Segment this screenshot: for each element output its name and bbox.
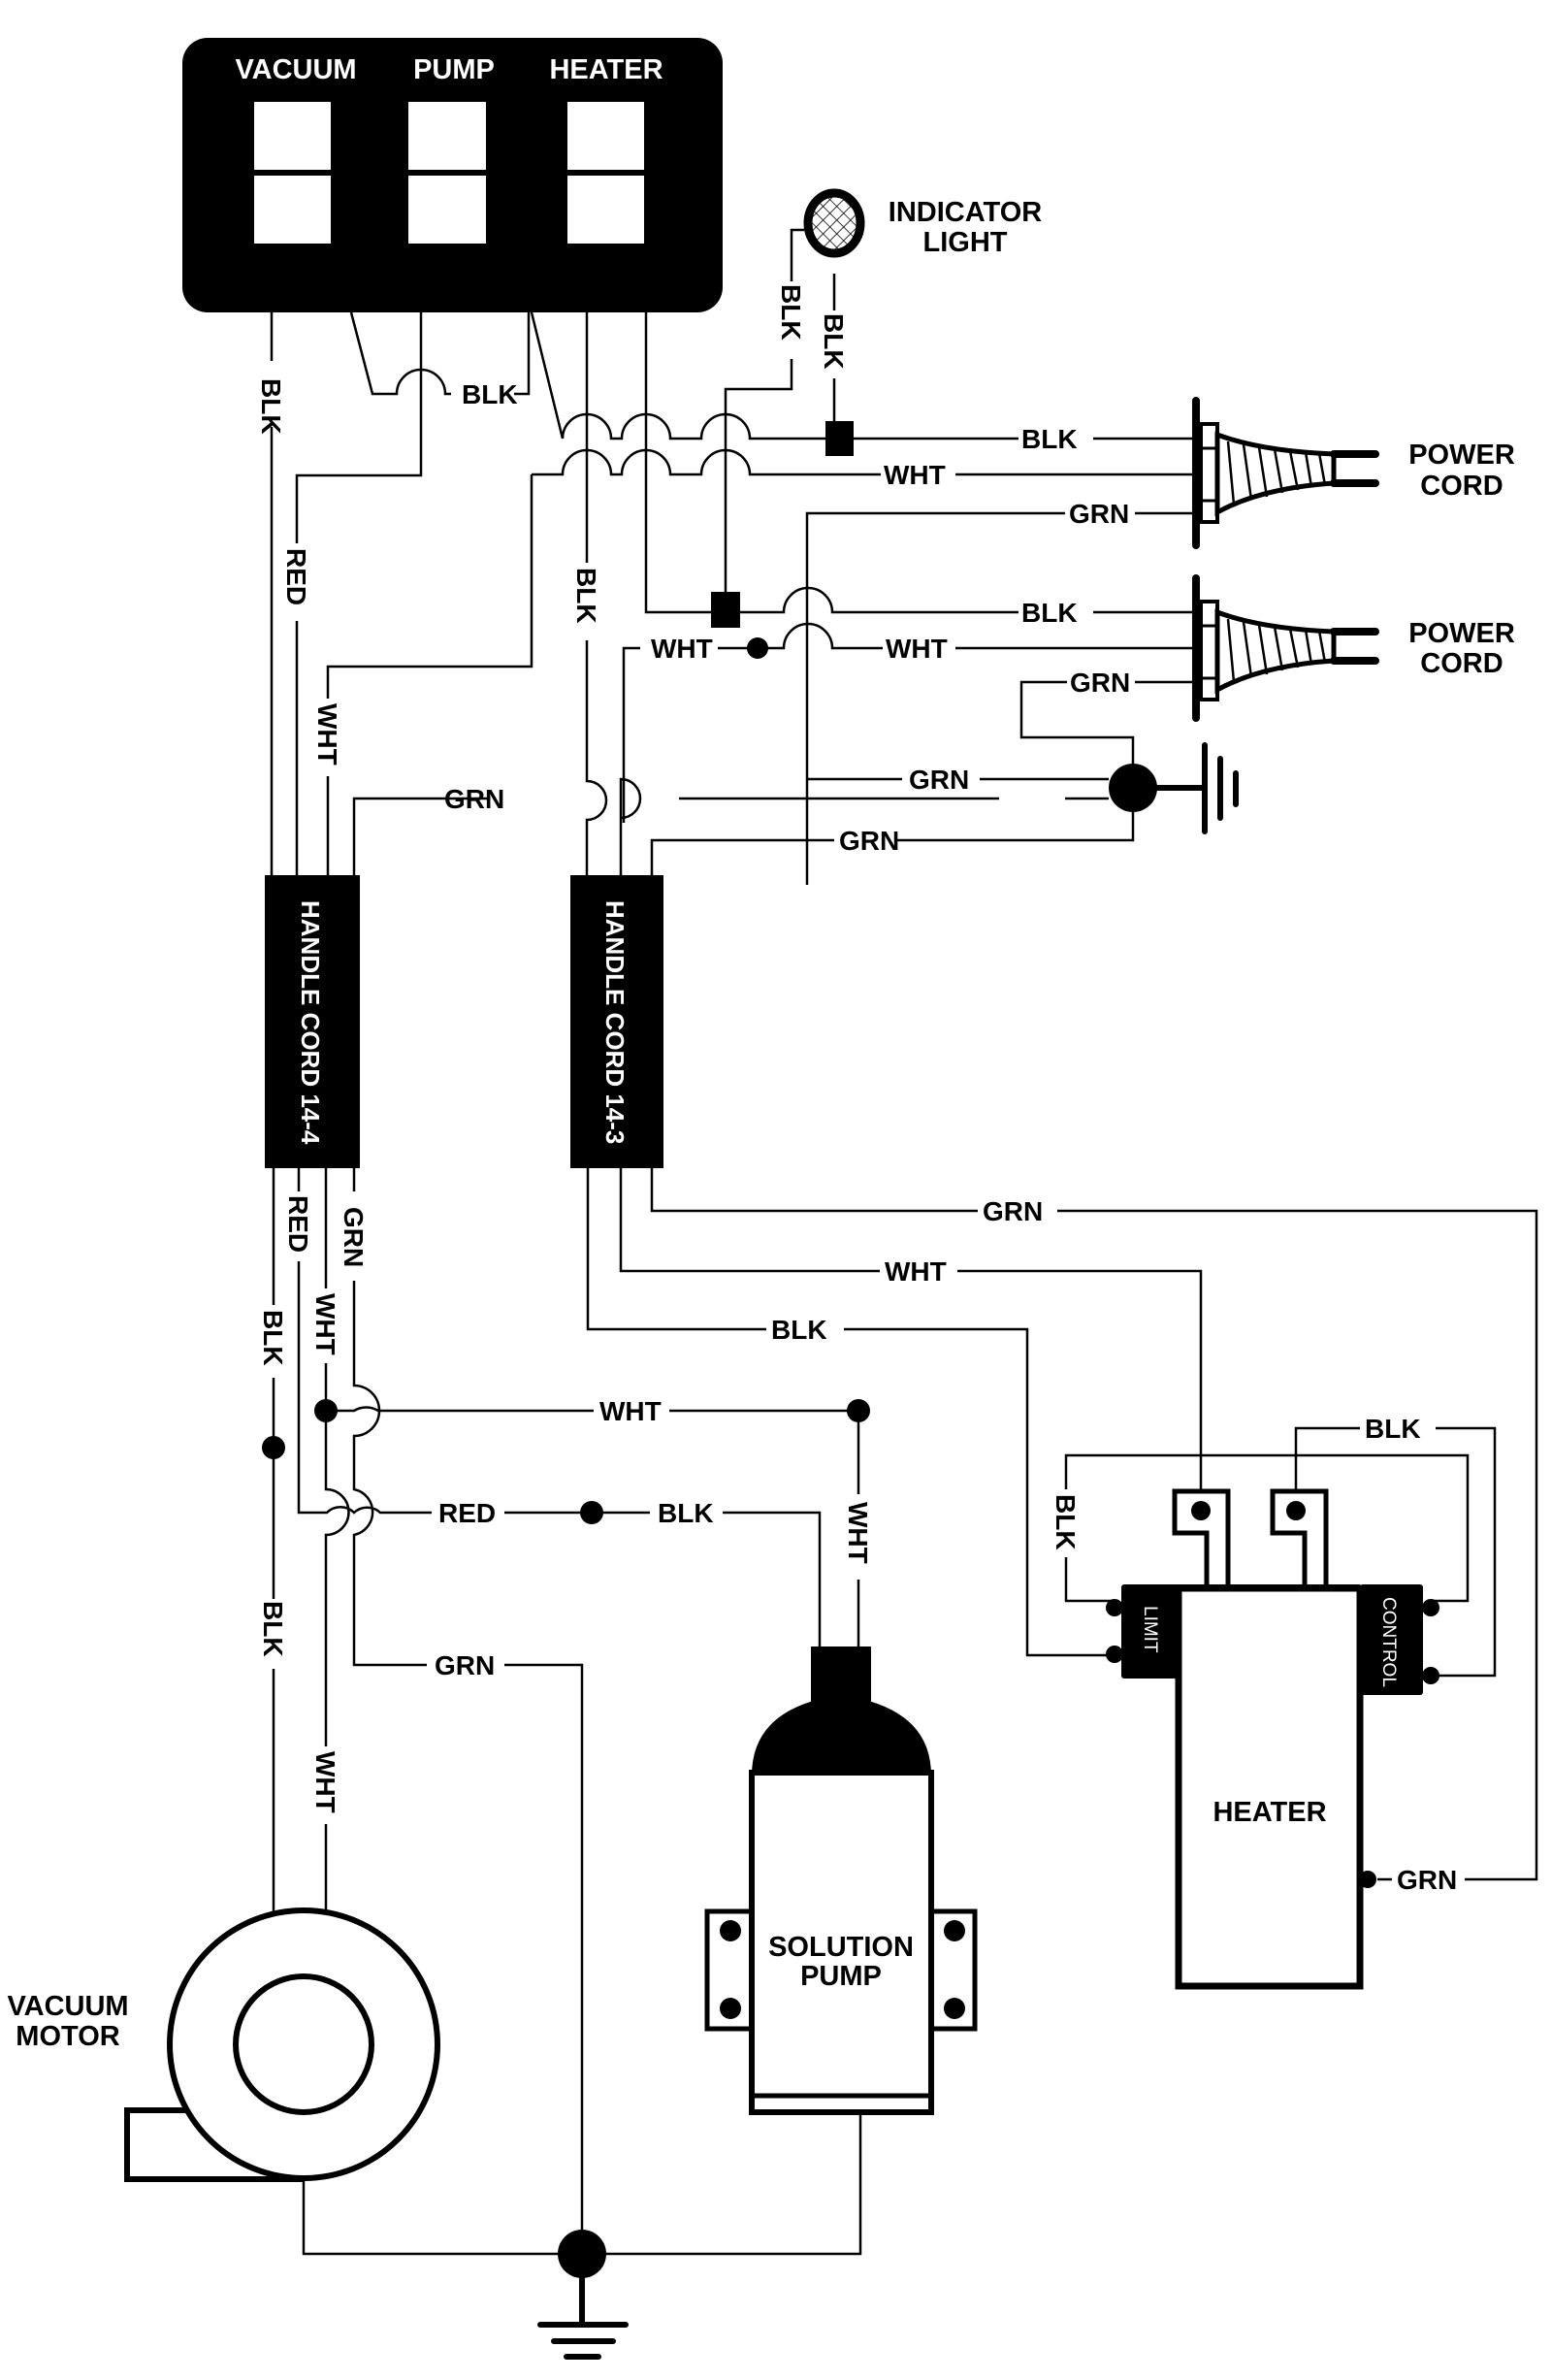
wire-label: GRN — [839, 826, 899, 856]
power-cord-label: CORD — [1420, 648, 1503, 679]
switch-heater[interactable]: HEATER — [549, 54, 663, 244]
motor-pump-ground — [537, 2230, 629, 2360]
handle-cord-14-4: HANDLE CORD 14-4 — [265, 875, 360, 1168]
power-cord-label: POWER — [1408, 618, 1515, 649]
wire-label: BLK — [1021, 598, 1078, 628]
lower-dots — [262, 1399, 870, 1524]
indicator-light: INDICATOR LIGHT — [803, 188, 1042, 258]
indicator-light-label: INDICATOR — [889, 197, 1042, 228]
wire-label: BLK — [776, 284, 806, 341]
chassis-ground — [1109, 742, 1239, 834]
solution-pump-label: SOLUTION — [768, 1932, 914, 1963]
heater-label: HEATER — [1212, 1797, 1326, 1828]
handle-cord-label: HANDLE CORD 14-3 — [600, 900, 630, 1144]
wire-label: GRN — [1070, 668, 1130, 698]
vacuum-motor-label: VACUUM — [7, 1991, 128, 2022]
control-label: CONTROL — [1378, 1597, 1399, 1687]
top-wiring — [270, 228, 1196, 885]
solution-pump-label: PUMP — [800, 1961, 882, 1992]
wire-label: WHT — [651, 634, 713, 664]
wire-label: RED — [281, 548, 311, 605]
lower-left-wiring — [272, 1168, 862, 2256]
wire-label: GRN — [435, 1650, 495, 1680]
wire-label: WHT — [884, 460, 946, 490]
lower-left-labels: RED GRN WHT BLK BLK WHT WHT RED BLK WHT … — [258, 1195, 873, 1813]
junction-dot — [262, 1436, 285, 1459]
wire-label: BLK — [1021, 424, 1078, 454]
junction-dot — [314, 1399, 338, 1422]
junction-dot — [747, 637, 768, 659]
wire-label: WHT — [886, 634, 948, 664]
wire-label: GRN — [1397, 1865, 1457, 1895]
heater-wiring — [586, 1168, 1538, 1881]
solution-pump: SOLUTION PUMP — [704, 1646, 978, 2115]
switch-vacuum-label: VACUUM — [235, 54, 356, 85]
wire-label: WHT — [599, 1396, 662, 1426]
wire-label: BLK — [462, 379, 518, 409]
vacuum-motor: VACUUM MOTOR — [7, 1907, 440, 2182]
wire-label: BLK — [571, 568, 601, 624]
wire-label: RED — [438, 1498, 496, 1528]
power-cord-1: POWER CORD — [1192, 397, 1515, 549]
wire-label: GRN — [339, 1207, 369, 1267]
heater: LIMIT CONTROL HEATER — [1106, 1488, 1439, 1990]
wire-label: BLK — [258, 1310, 288, 1366]
junction-dot — [847, 1399, 870, 1422]
wire-label: GRN — [983, 1196, 1043, 1226]
vacuum-motor-label: MOTOR — [16, 2021, 119, 2052]
switch-vacuum[interactable]: VACUUM — [235, 54, 357, 244]
limit-label: LIMIT — [1140, 1606, 1160, 1653]
switch-panel: VACUUM PUMP HEATER — [182, 38, 723, 312]
splice-connector — [711, 592, 740, 628]
power-cord-2: POWER CORD — [1192, 574, 1515, 722]
switch-pump-label: PUMP — [413, 54, 495, 85]
heater-labels: GRN WHT BLK BLK BLK GRN — [771, 1196, 1457, 1895]
splices — [711, 421, 854, 659]
wire-label: GRN — [909, 765, 969, 795]
power-cord-label: CORD — [1420, 471, 1503, 502]
wire-label: BLK — [771, 1315, 827, 1345]
wire-label: GRN — [1069, 499, 1129, 529]
wire-label: BLK — [258, 1601, 288, 1657]
wire-label: BLK — [819, 313, 849, 370]
wire-label: BLK — [1051, 1494, 1081, 1550]
wire-label: BLK — [256, 378, 286, 435]
splice-connector — [825, 421, 854, 456]
wire-label: BLK — [1365, 1414, 1421, 1444]
handle-cord-14-3: HANDLE CORD 14-3 — [570, 875, 663, 1168]
wire-label: WHT — [310, 1751, 340, 1813]
indicator-light-label: LIGHT — [923, 227, 1008, 258]
wire-label: WHT — [843, 1502, 873, 1564]
wire-label: WHT — [885, 1256, 947, 1287]
power-cord-label: POWER — [1408, 440, 1515, 471]
wire-label: WHT — [310, 1293, 340, 1355]
wire-label: WHT — [312, 703, 342, 766]
wire-label: RED — [283, 1195, 313, 1253]
top-labels: BLK BLK RED BLK WHT BLK BLK BLK WHT GRN … — [256, 284, 1130, 856]
switch-heater-label: HEATER — [549, 54, 663, 85]
wire-label: BLK — [658, 1498, 714, 1528]
hop-arcs — [619, 777, 642, 875]
junction-dot — [580, 1501, 603, 1524]
handle-cord-label: HANDLE CORD 14-4 — [296, 900, 325, 1145]
switch-pump[interactable]: PUMP — [408, 54, 495, 244]
wire-label: GRN — [444, 784, 504, 814]
